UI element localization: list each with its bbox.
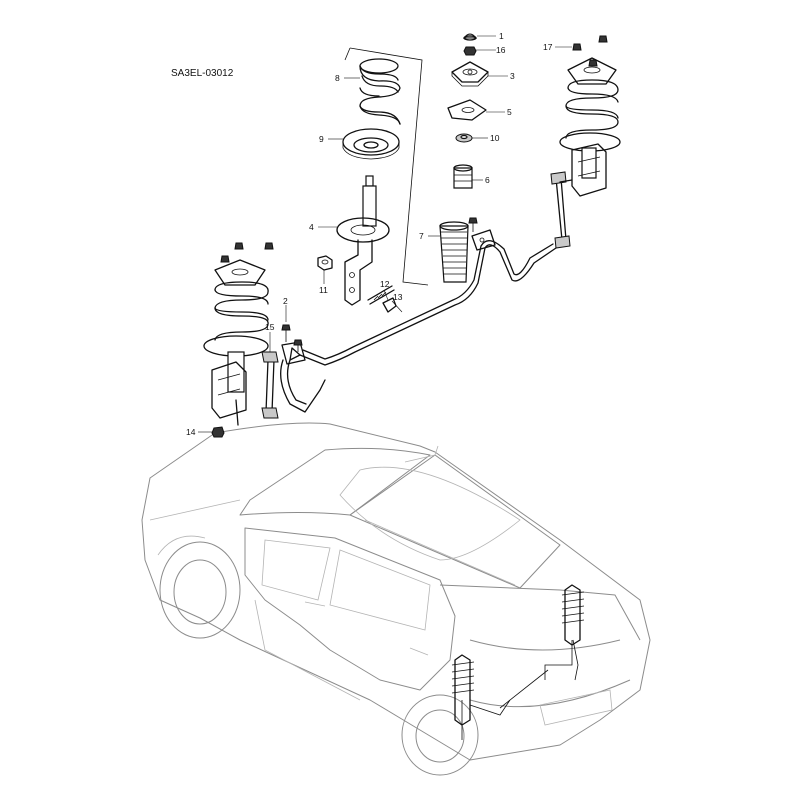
nut-14 xyxy=(211,426,225,438)
callout-labels: 1 2 3 4 5 6 7 8 9 10 11 12 13 14 15 16 1… xyxy=(186,31,553,437)
spring-seat xyxy=(342,128,400,160)
callout-16: 16 xyxy=(496,45,506,55)
link-rod-right xyxy=(550,171,571,249)
top-cap-1 xyxy=(462,33,478,41)
callout-7: 7 xyxy=(419,231,424,241)
callout-10: 10 xyxy=(490,133,500,143)
callout-4: 4 xyxy=(309,222,314,232)
bearing-5 xyxy=(447,99,487,121)
vehicle-outline xyxy=(141,422,651,776)
dust-boot-7 xyxy=(439,221,469,283)
callout-13: 13 xyxy=(393,292,403,302)
callout-11: 11 xyxy=(319,285,328,295)
callout-6: 6 xyxy=(485,175,490,185)
callout-9: 9 xyxy=(319,134,324,144)
nut-16 xyxy=(463,46,477,56)
callout-5: 5 xyxy=(507,107,512,117)
stabilizer-bar xyxy=(280,229,557,413)
link-rod-15 xyxy=(261,351,279,419)
strut-mount-3 xyxy=(451,61,489,87)
shock-absorber xyxy=(336,175,390,306)
callout-14: 14 xyxy=(186,427,196,437)
callout-12: 12 xyxy=(380,279,390,289)
bolts-2 xyxy=(281,217,478,352)
diagram-code: SA3EL-03012 xyxy=(171,68,234,79)
left-strut-assembly xyxy=(203,242,274,426)
bolt-12 xyxy=(367,285,397,313)
callout-2: 2 xyxy=(283,296,288,306)
spacer-10 xyxy=(455,133,473,143)
callout-15: 15 xyxy=(265,322,275,332)
leader-lines xyxy=(198,35,572,433)
callout-3: 3 xyxy=(510,71,515,81)
nut-11 xyxy=(317,255,333,271)
callout-17: 17 xyxy=(543,42,553,52)
bump-stop-6 xyxy=(453,164,473,189)
right-strut-assembly xyxy=(559,35,621,197)
callout-8: 8 xyxy=(335,73,340,83)
callout-1: 1 xyxy=(499,31,504,41)
coil-spring xyxy=(359,58,401,125)
